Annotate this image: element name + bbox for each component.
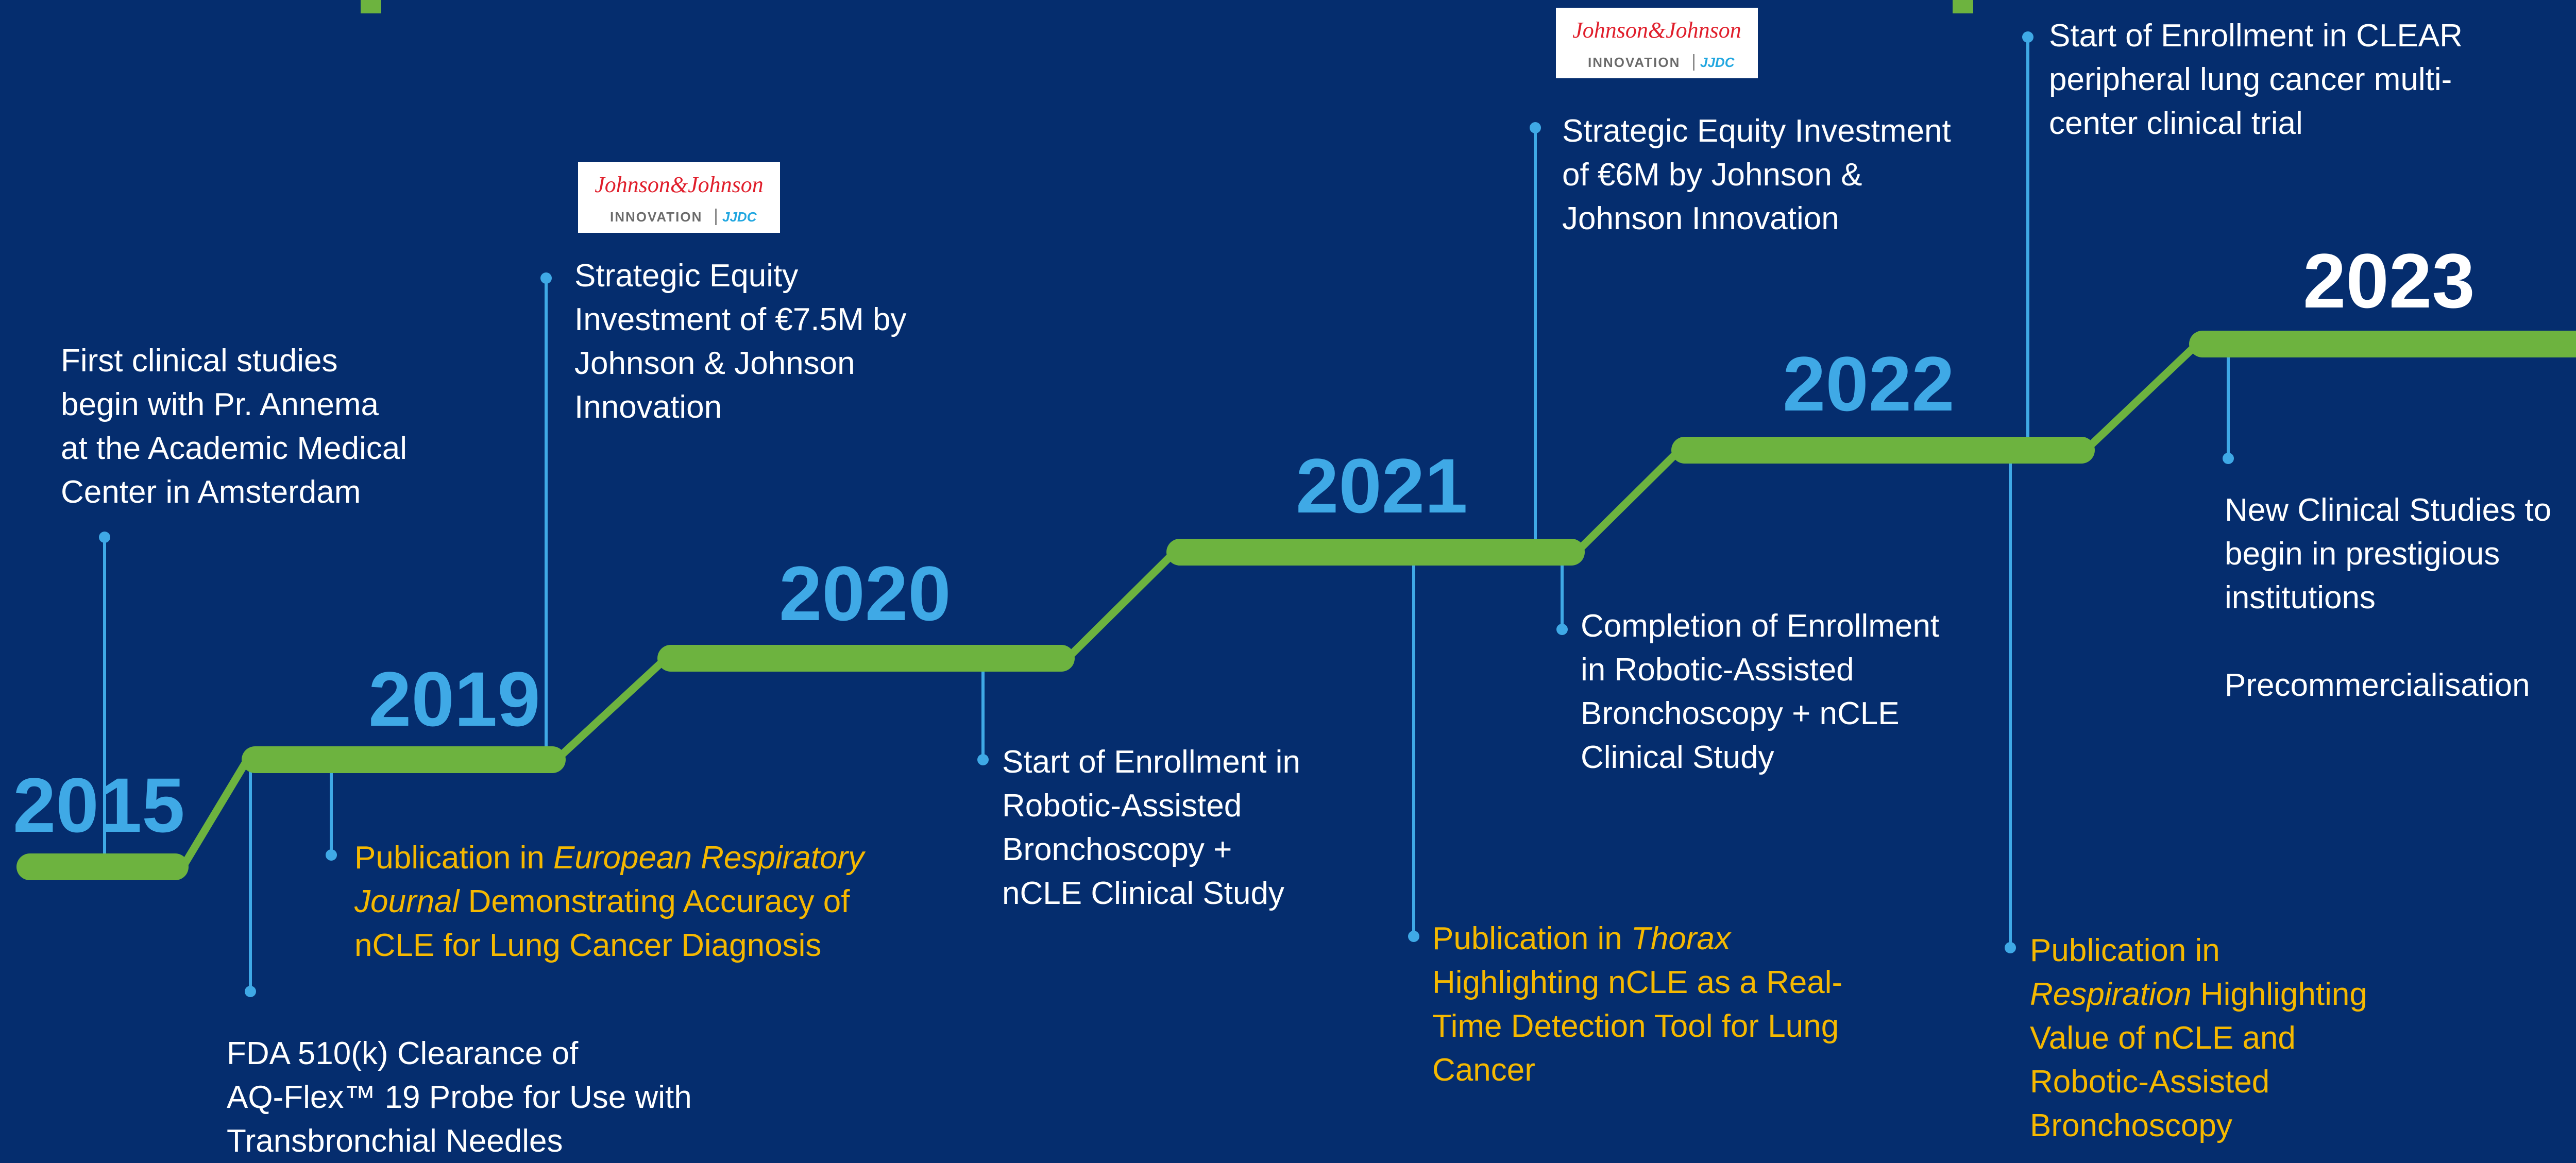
text-line: Publication in European Respiratory: [354, 836, 864, 880]
stair-riser-1: [179, 756, 251, 871]
event-equity-investment-2021: Strategic Equity Investment of €6M by Jo…: [1562, 109, 1951, 241]
year-label-2023: 2023: [2303, 237, 2475, 324]
event-clear-trial: Start of Enrollment in CLEAR peripheral …: [2049, 14, 2463, 145]
jnj-innovation-logo-2019: Johnson&Johnson INNOVATION JJDC: [578, 162, 780, 233]
text-line: nCLE Clinical Study: [1002, 876, 1284, 911]
text-line: FDA 510(k) Clearance of: [227, 1036, 579, 1071]
event-new-clinical-studies: New Clinical Studies to begin in prestig…: [2225, 488, 2551, 620]
text-line: Johnson & Johnson: [574, 346, 855, 381]
dot-fda: [245, 986, 256, 997]
event-respiration-publication: Publication in Respiration Highlighting …: [2030, 929, 2367, 1148]
dot-equity-2021: [1530, 122, 1541, 133]
stair-riser-4: [1572, 446, 1684, 556]
stair-riser-5: [2081, 340, 2201, 454]
text-line: of €6M by Johnson &: [1562, 157, 1862, 193]
text-line: Center in Amsterdam: [61, 474, 361, 510]
journal-name: Thorax: [1631, 921, 1731, 956]
dot-clear: [2022, 31, 2033, 43]
text-line: begin in prestigious: [2225, 536, 2500, 572]
text-line: New Clinical Studies to: [2225, 492, 2552, 528]
text-line: Transbronchial Needles: [227, 1123, 563, 1159]
text-line: Respiration Highlighting: [2030, 972, 2367, 1016]
event-first-clinical-studies: First clinical studies begin with Pr. An…: [61, 339, 407, 514]
journal-name: Journal: [354, 884, 460, 919]
title-remnant: [361, 0, 1973, 13]
text-line: nCLE for Lung Cancer Diagnosis: [354, 928, 822, 963]
text-line: center clinical trial: [2049, 106, 2303, 141]
text-line: Start of Enrollment in CLEAR: [2049, 18, 2463, 54]
text-line: Investment of €7.5M by: [574, 302, 907, 337]
text-line: Value of nCLE and: [2030, 1020, 2296, 1056]
logo-innovation-text: INNOVATION: [1588, 55, 1681, 70]
text-line: Clinical Study: [1581, 740, 1774, 775]
dot-enrollment-start: [977, 754, 989, 765]
text-line: begin with Pr. Annema: [61, 387, 379, 422]
text-line: Robotic-Assisted: [1002, 788, 1242, 824]
logo-separator: [715, 209, 717, 225]
text-line: Start of Enrollment in: [1002, 744, 1300, 780]
text-line: Publication in Thorax: [1432, 917, 1842, 961]
text-line: in Robotic-Assisted: [1581, 652, 1854, 688]
text-line: Bronchoscopy: [2030, 1108, 2232, 1143]
text-plain: Publication in: [354, 840, 554, 876]
event-erj-publication: Publication in European Respiratory Jour…: [354, 836, 864, 967]
text-line: Robotic-Assisted: [2030, 1064, 2270, 1100]
text-line: Publication in: [2030, 933, 2220, 968]
logo-brand-text: Johnson&Johnson: [595, 172, 764, 197]
text-plain: Publication in: [1432, 921, 1632, 956]
text-line: Completion of Enrollment: [1581, 608, 1940, 644]
logo-innovation-text: INNOVATION: [610, 209, 703, 225]
dot-erj: [326, 849, 337, 861]
dot-enrollment-complete: [1556, 624, 1568, 635]
event-enrollment-complete: Completion of Enrollment in Robotic-Assi…: [1581, 604, 1939, 779]
text-line: Bronchoscopy +: [1002, 832, 1232, 867]
jnj-innovation-logo-2021: Johnson&Johnson INNOVATION JJDC: [1556, 8, 1758, 78]
year-label-2021: 2021: [1296, 442, 1468, 529]
logo-brand-text: Johnson&Johnson: [1572, 18, 1741, 43]
text-line: Strategic Equity Investment: [1562, 113, 1951, 149]
dot-respiration: [2005, 942, 2016, 953]
journal-name: Respiration: [2030, 977, 2192, 1012]
text-line: Johnson Innovation: [1562, 201, 1839, 236]
year-label-2020: 2020: [779, 550, 951, 637]
stair-riser-3: [1063, 548, 1179, 662]
dot-equity-2019: [540, 272, 552, 284]
logo-separator: [1693, 54, 1694, 71]
text-line: Cancer: [1432, 1052, 1535, 1088]
year-label-2015: 2015: [13, 762, 185, 848]
text-line: Time Detection Tool for Lung: [1432, 1008, 1839, 1044]
text-line: institutions: [2225, 580, 2376, 615]
text-line: Innovation: [574, 389, 722, 425]
event-equity-investment-2019: Strategic Equity Investment of €7.5M by …: [574, 254, 906, 429]
stair-riser-2: [552, 654, 670, 764]
event-fda-clearance: FDA 510(k) Clearance of AQ-Flex™ 19 Prob…: [227, 1032, 692, 1163]
event-precommercialisation: Precommercialisation: [2225, 668, 2530, 703]
year-label-2019: 2019: [368, 656, 540, 742]
year-label-2022: 2022: [1783, 340, 1955, 427]
text-line: peripheral lung cancer multi-: [2049, 62, 2452, 97]
text-line: AQ-Flex™ 19 Probe for Use with: [227, 1080, 692, 1115]
dot-thorax: [1408, 931, 1419, 942]
text-line: Journal Demonstrating Accuracy of: [354, 880, 864, 923]
dot-first-clinical: [99, 532, 110, 543]
event-thorax-publication: Publication in Thorax Highlighting nCLE …: [1432, 917, 1842, 1092]
text-plain: Highlighting: [2191, 977, 2367, 1012]
logo-jjdc-text: JJDC: [722, 209, 757, 225]
dot-new-studies: [2223, 453, 2234, 464]
text-line: Bronchoscopy + nCLE: [1581, 696, 1900, 731]
text-line: Highlighting nCLE as a Real-: [1432, 965, 1843, 1000]
text-plain: Demonstrating Accuracy of: [459, 884, 850, 919]
text-line: at the Academic Medical: [61, 431, 408, 466]
logo-jjdc-text: JJDC: [1700, 55, 1735, 70]
journal-name: European Respiratory: [553, 840, 865, 876]
event-enrollment-start-robotic: Start of Enrollment in Robotic-Assisted …: [1002, 740, 1300, 915]
text-line: First clinical studies: [61, 343, 338, 379]
text-line: Strategic Equity: [574, 258, 799, 294]
